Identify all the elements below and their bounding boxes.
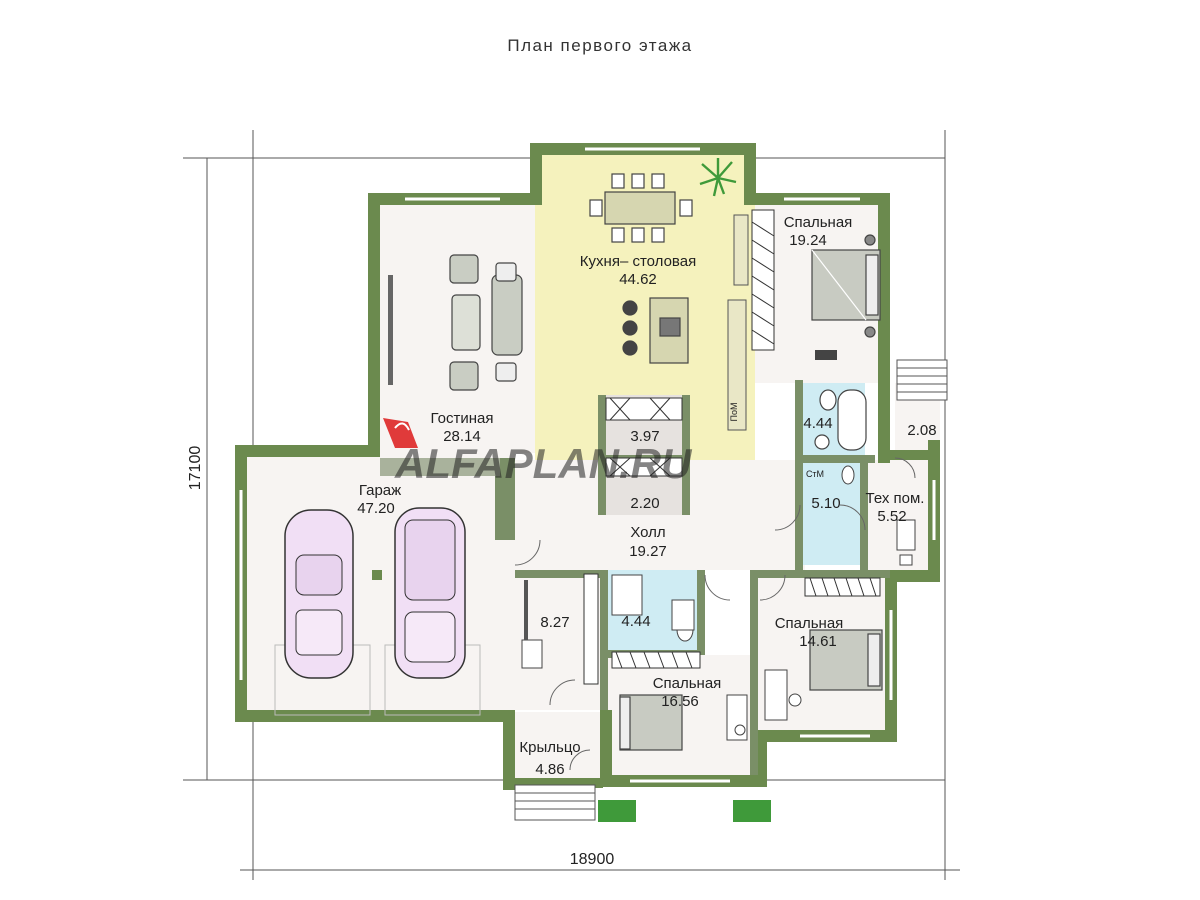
dimension-width: 18900 [570,851,615,868]
room-area-porch-e: 2.08 [907,422,936,439]
stairs [514,359,948,821]
plan-title: План первого этажа [507,36,693,55]
kitchen-counter [727,214,749,431]
room-area-living: 28.14 [443,428,481,445]
car-icon [394,507,466,679]
windows [239,147,936,783]
room-name-tech: Тех пом. [866,490,925,507]
bathtub-icon [814,389,867,451]
room-name-kitchen: Кухня– столовая [580,253,696,270]
room-area-garage: 47.20 [357,500,395,517]
room-area-pantry: 3.97 [630,428,659,445]
room-area-wc: 5.10 [811,495,840,512]
room-name-bedroom-s: Спальная [653,675,722,692]
room-area-bath-s: 4.44 [621,613,650,630]
bed-icon [811,234,881,338]
room-name-bedroom-ne: Спальная [784,214,853,231]
room-area-bedroom-se: 14.61 [799,633,837,650]
dresser [815,350,837,360]
room-area-bedroom-s: 16.56 [661,693,699,710]
room-area-closet: 2.20 [630,495,659,512]
room-name-entry: Крыльцо [519,739,580,756]
dimension-height: 17100 [187,446,204,491]
room-area-bath-ne: 4.44 [803,415,832,432]
column [372,570,382,580]
room-area-bedroom-ne: 19.24 [789,232,827,249]
fireplace-icon [383,418,418,448]
shower-icon [611,574,643,616]
plant-icon [598,800,771,822]
shelf [524,580,528,640]
boiler-icon [896,519,916,566]
doors [514,457,916,771]
room-area-utility: 8.27 [540,614,569,631]
bed-icon [619,694,683,751]
sofa-icon [449,254,523,391]
desk-icon [726,694,748,741]
room-name-hall: Холл [630,524,665,541]
watermark: ALFAPLAN.RU [394,440,693,487]
washer-icon [521,639,543,669]
tv-unit [388,275,393,385]
wc-tag: СтМ [806,469,824,479]
wardrobe [583,209,881,685]
sink-icon [671,599,695,631]
desk-icon [764,669,802,721]
appliance-tag: ПоМ [729,403,739,422]
plant-icon [699,158,737,197]
room-name-living: Гостиная [431,410,494,427]
kitchen-island-icon [622,297,689,364]
room-name-bedroom-se: Спальная [775,615,844,632]
room-area-tech: 5.52 [877,508,906,525]
room-area-hall: 19.27 [629,543,667,560]
bed-icon [809,629,883,691]
car-icon [284,509,354,679]
dining-table-icon [589,173,693,243]
room-area-kitchen: 44.62 [619,271,657,288]
room-name-garage: Гараж [359,482,401,499]
room-area-entry: 4.86 [535,761,564,778]
